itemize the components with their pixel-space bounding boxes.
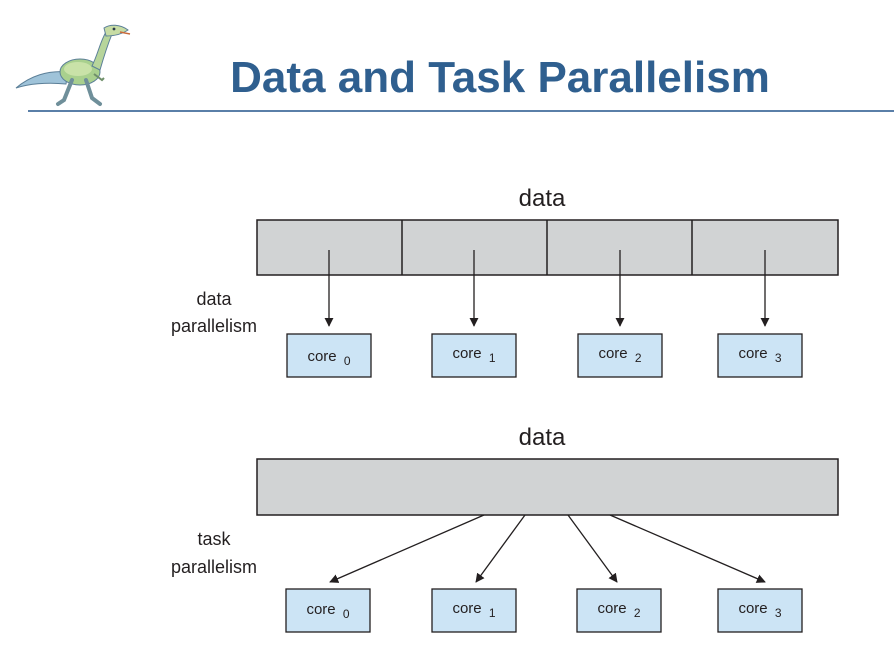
core-index: 2	[635, 351, 642, 365]
data-parallelism-data-label: data	[519, 185, 566, 212]
core-name: core	[738, 600, 767, 617]
core-name: core	[738, 345, 767, 362]
svg-text:core 3: core 3	[738, 345, 781, 365]
task-parallelism-data-block	[256, 458, 839, 516]
data-core-box-3: core 3	[717, 333, 803, 378]
svg-text:core 3: core 3	[738, 600, 781, 620]
core-index: 1	[489, 351, 496, 365]
core-index: 3	[775, 351, 782, 365]
svg-text:core 1: core 1	[452, 600, 495, 620]
data-core-box-1: core 1	[431, 333, 517, 378]
core-index: 0	[344, 354, 351, 368]
svg-text:core 1: core 1	[452, 345, 495, 365]
core-index: 0	[343, 607, 350, 621]
core-index: 1	[489, 606, 496, 620]
core-index: 2	[634, 606, 641, 620]
core-name: core	[307, 348, 336, 365]
page-title: Data and Task Parallelism	[230, 53, 770, 102]
core-name: core	[452, 600, 481, 617]
core-index: 3	[775, 606, 782, 620]
core-name: core	[598, 345, 627, 362]
svg-text:core 2: core 2	[597, 600, 640, 620]
task-parallelism-data-label: data	[519, 424, 566, 451]
svg-text:core 0: core 0	[306, 601, 349, 621]
task-core-box-2: core 2	[576, 588, 662, 633]
task-arrow	[609, 514, 766, 583]
data-core-box-0: core 0	[286, 333, 372, 378]
data-parallelism-label-line1: data	[196, 289, 232, 309]
task-core-box-0: core 0	[285, 588, 371, 633]
task-parallelism-label-line1: task	[197, 529, 231, 549]
core-name: core	[306, 601, 335, 618]
task-arrow	[475, 514, 526, 583]
data-core-box-2: core 2	[577, 333, 663, 378]
core-name: core	[597, 600, 626, 617]
title-divider	[28, 110, 894, 112]
task-arrow	[329, 514, 485, 583]
core-name: core	[452, 345, 481, 362]
data-parallelism-data-array	[256, 219, 839, 276]
data-parallelism-label-line2: parallelism	[171, 316, 257, 336]
task-core-box-1: core 1	[431, 588, 517, 633]
dinosaur-logo-icon	[15, 24, 131, 106]
task-arrow	[567, 514, 618, 583]
task-parallelism-label-line2: parallelism	[171, 557, 257, 577]
svg-text:core 0: core 0	[307, 348, 350, 368]
svg-text:core 2: core 2	[598, 345, 641, 365]
task-core-box-3: core 3	[717, 588, 803, 633]
